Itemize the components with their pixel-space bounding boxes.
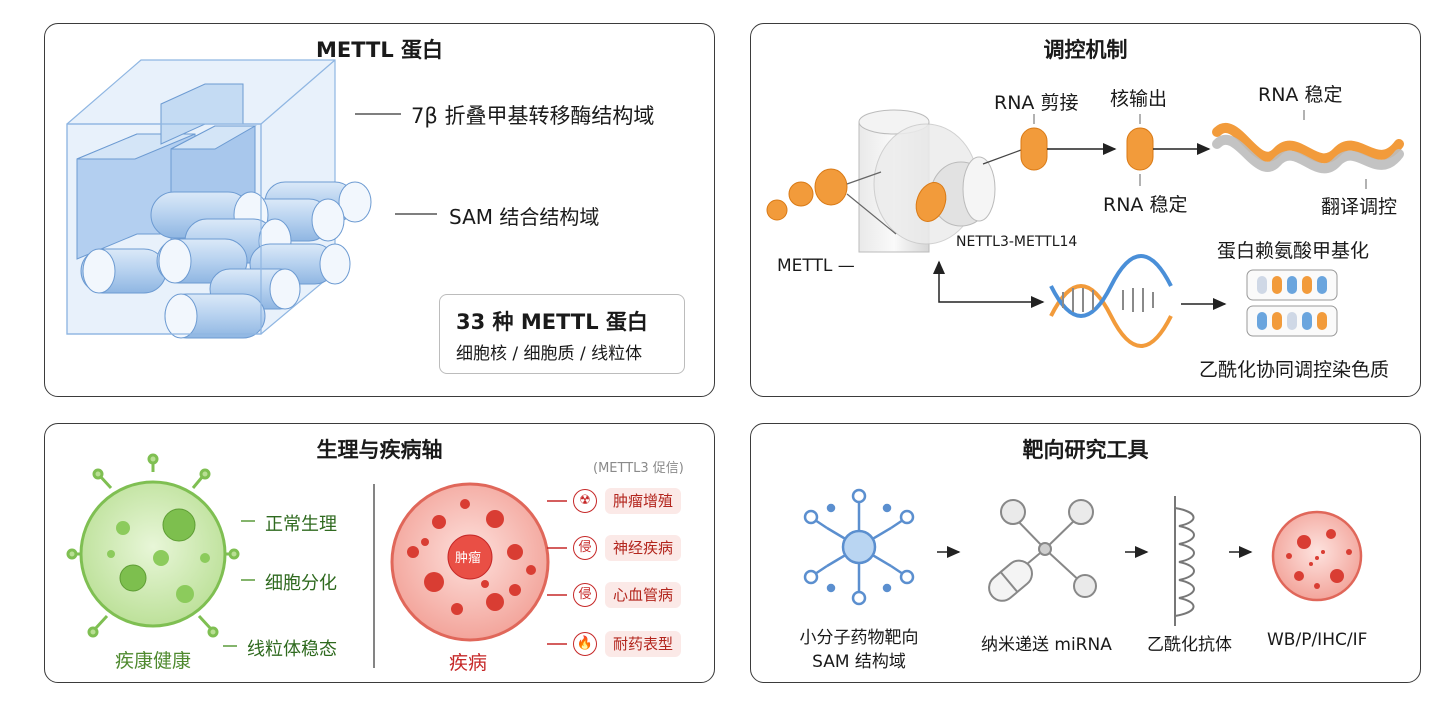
label-chromatin: 乙酰化协同调控染色质 (1199, 359, 1390, 381)
panel-targeting-tools: 靶向研究工具 (750, 423, 1421, 683)
disease-cell (390, 482, 550, 642)
rna-wave (1212, 123, 1404, 174)
label-nuclear-export: 核输出 (1110, 88, 1168, 110)
healthy-label: 疾康健康 (115, 650, 192, 672)
staining-icon (1271, 510, 1363, 602)
proliferation-icon: ☢ (573, 489, 597, 513)
mettl-count-box: 33 种 METTL 蛋白 细胞核 / 细胞质 / 线粒体 (439, 294, 685, 374)
label-7beta-domain: 7β 折叠甲基转移酶结构域 (411, 104, 655, 128)
label-translation: 翻译调控 (1321, 196, 1398, 218)
healthy-item-3: 线粒体稳态 (247, 639, 337, 660)
label-mettl: METTL — (777, 256, 855, 276)
small-molecule-icon (803, 488, 915, 606)
label-complex: NETTL3-METTL14 (956, 234, 1078, 250)
panel-regulation: 调控机制 (750, 23, 1421, 397)
tool-small-molecule-line1: 小分子药物靶向 SAM 结构域 (799, 628, 919, 672)
panel-title: 生理与疾病轴 (316, 438, 443, 462)
tool-staining: WB/P/IHC/IF (1267, 630, 1368, 650)
disease-item-4: 耐药表型 (605, 631, 682, 657)
disease-label: 疾病 (449, 652, 488, 674)
disease-item-3: 心血管病 (605, 582, 682, 608)
mettl-location: 细胞核 / 细胞质 / 线粒体 (456, 344, 643, 364)
label-rna-stability-top: RNA 稳定 (1258, 84, 1343, 106)
mettl-count: 33 种 METTL 蛋白 (456, 310, 648, 334)
label-rna-stability-mid: RNA 稳定 (1103, 194, 1188, 216)
healthy-item-2: 细胞分化 (265, 573, 337, 594)
antibody-icon (1174, 496, 1195, 626)
chromatin-icon (1246, 269, 1338, 337)
invasion-icon: 侵 (573, 583, 597, 607)
tools-illustration (803, 488, 1363, 626)
tool-antibody: 乙酰化抗体 (1147, 635, 1232, 655)
healthy-item-1: 正常生理 (265, 514, 337, 535)
promote-note: (METTL3 促信) (593, 461, 684, 476)
label-sam-domain: SAM 结合结构域 (449, 205, 600, 229)
healthy-cell (66, 453, 240, 638)
panel-title: METTL 蛋白 (315, 38, 444, 62)
dna-helix (1049, 254, 1173, 348)
disease-item-2: 神经疾病 (605, 535, 682, 561)
mettl-complex (858, 109, 996, 253)
tumor-cell-label: 肿瘤 (455, 551, 482, 566)
regulation-diagram (766, 109, 1404, 348)
fire-icon: 🔥 (573, 632, 597, 656)
disease-item-1: 肿瘤增殖 (605, 488, 682, 514)
label-rna-splicing: RNA 剪接 (994, 92, 1079, 114)
domain-cylinders (80, 181, 372, 339)
panel-title: 调控机制 (1043, 38, 1128, 62)
panel-mettl-protein: METTL 蛋白 (44, 23, 715, 397)
invasion-icon: 侵 (573, 536, 597, 560)
panel-physiology-disease: 生理与疾病轴 (44, 423, 715, 683)
label-protein-lysine: 蛋白赖氨酸甲基化 (1217, 240, 1370, 262)
panel-title: 靶向研究工具 (1022, 438, 1149, 462)
protein-structure-illustration (66, 59, 437, 339)
cells-illustration (66, 453, 567, 668)
tool-nano-delivery: 纳米递送 miRNA (981, 635, 1112, 655)
nano-delivery-icon (988, 499, 1097, 602)
